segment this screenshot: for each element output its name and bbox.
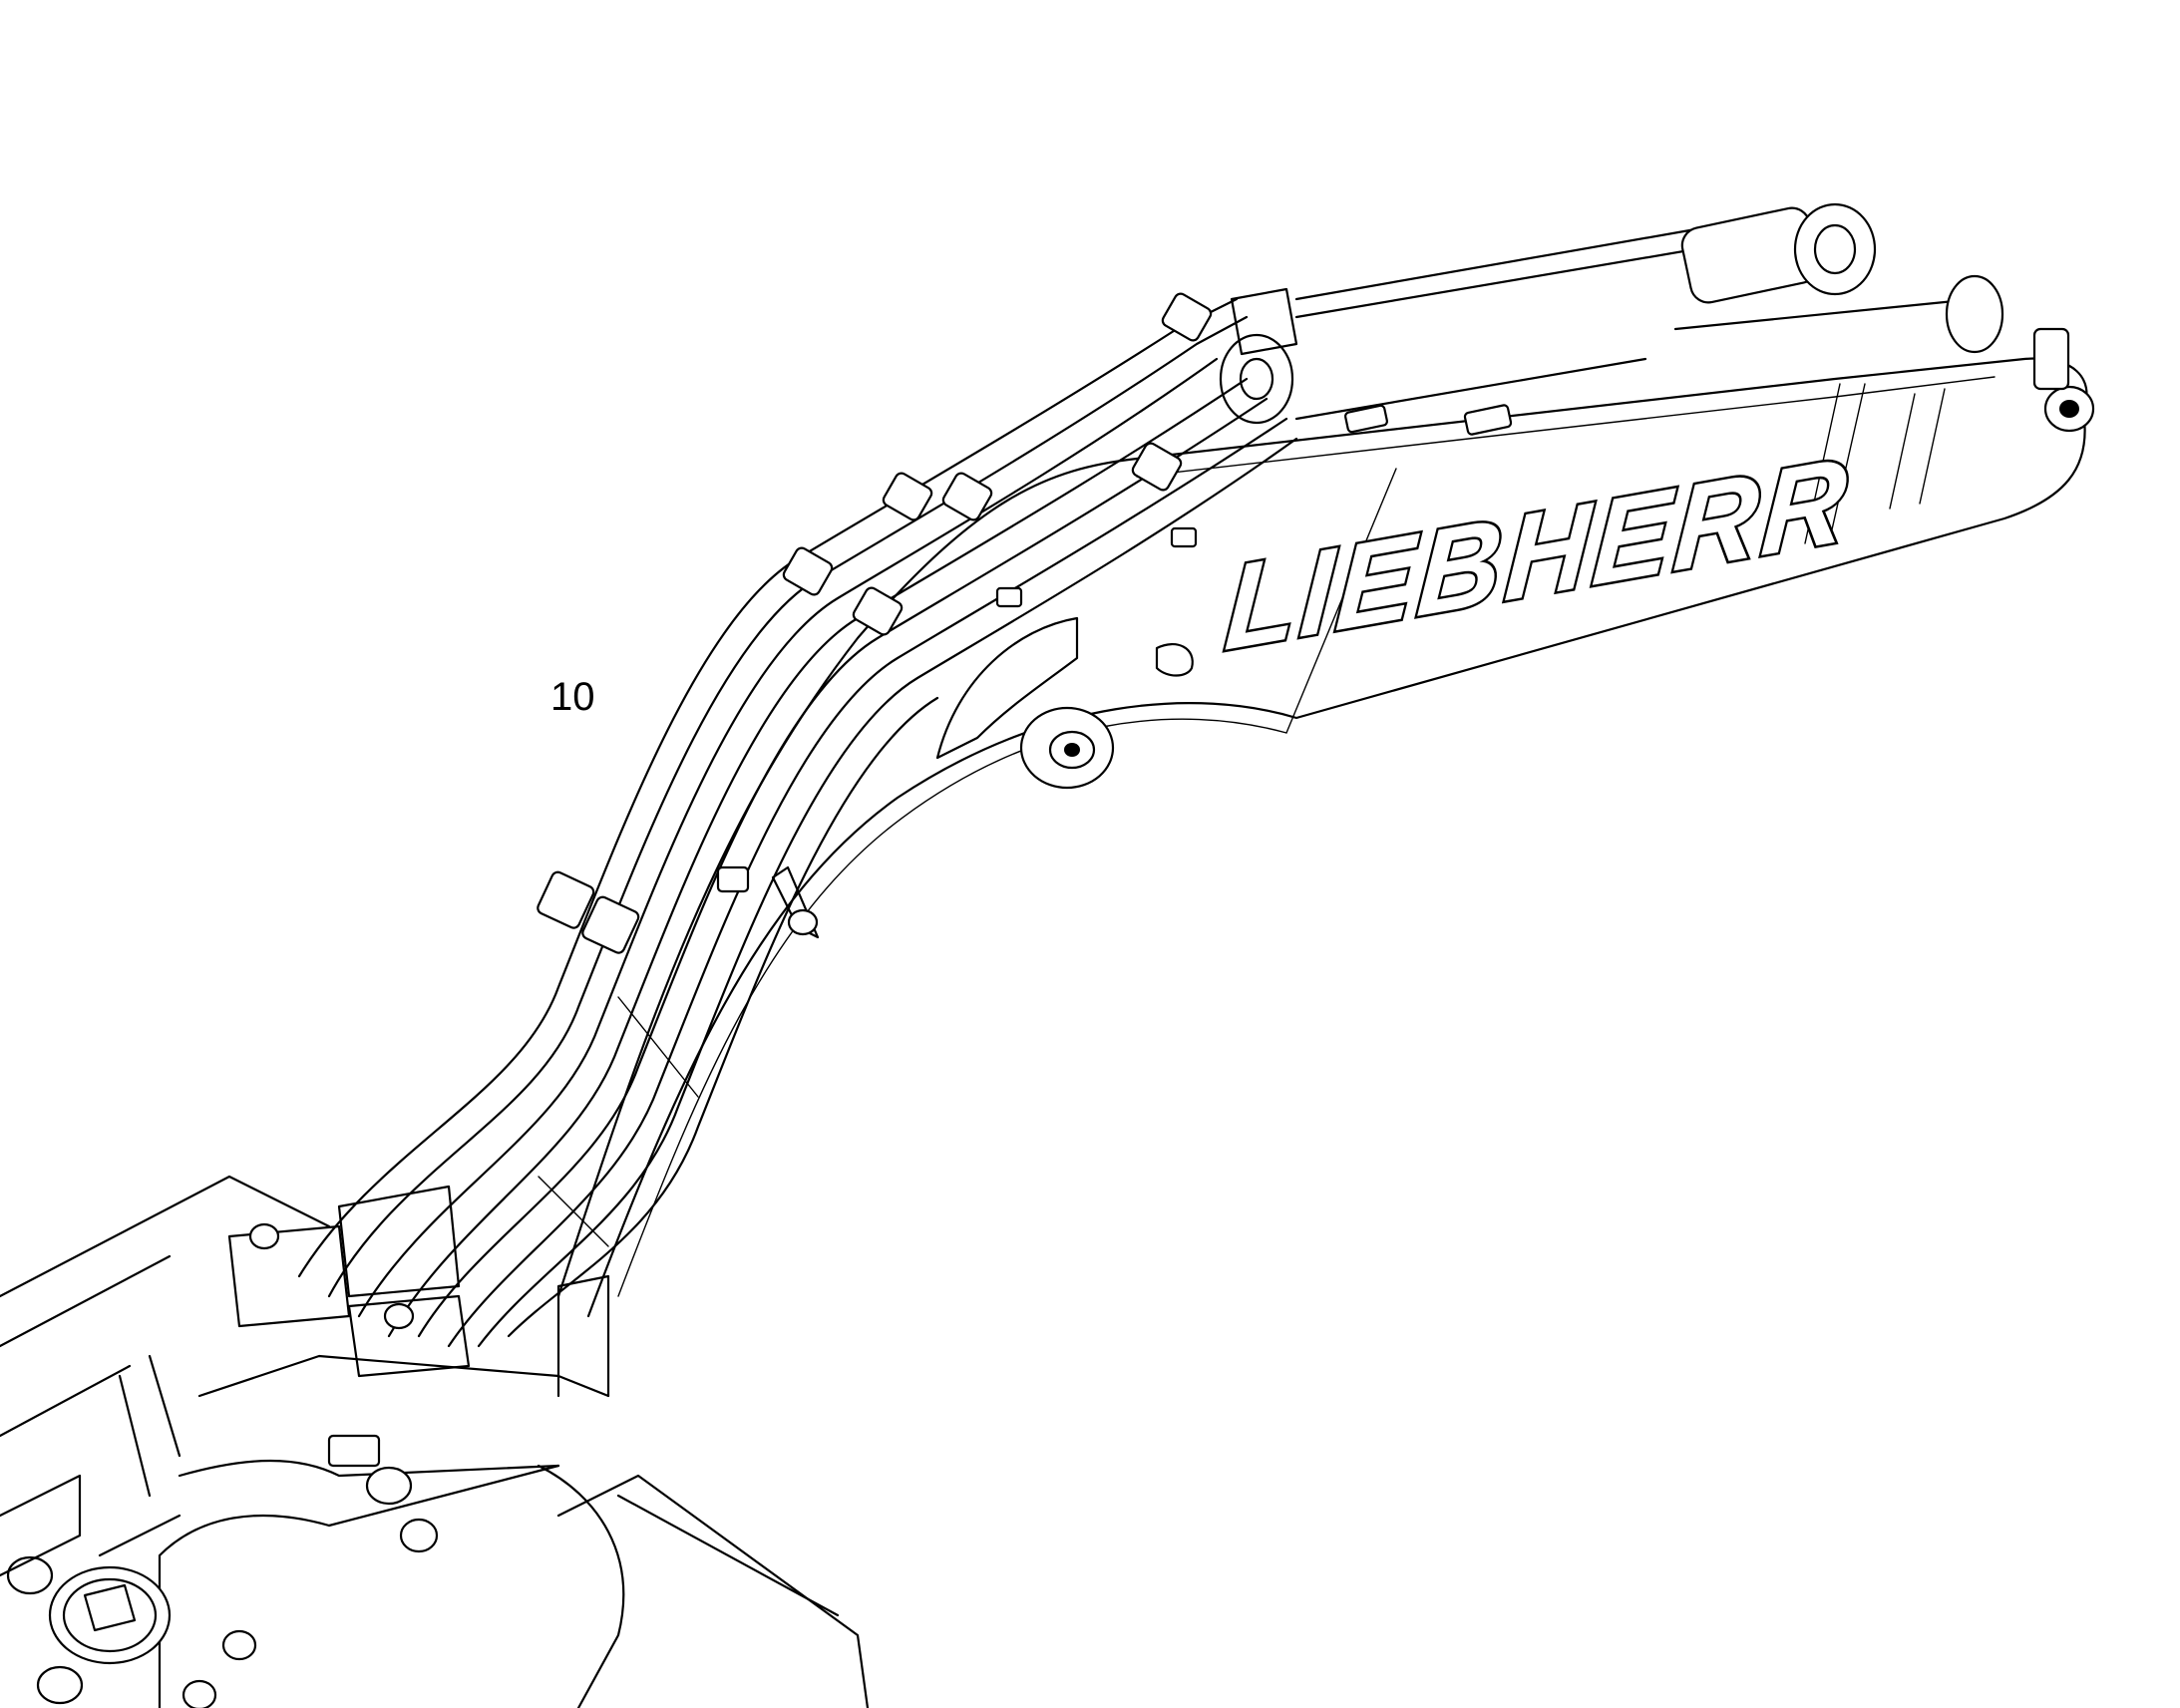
brand-text: LIEBHERR: [1222, 432, 1855, 676]
stick-cylinder: [1219, 202, 2095, 436]
hydraulic-lines: [297, 292, 1298, 1348]
brand-lettering: LIEBHERR: [1219, 430, 1857, 679]
callout: 10: [550, 675, 595, 719]
boom-body: [538, 357, 2088, 1318]
boom-pivot-details: [716, 526, 1198, 939]
boom-base: [0, 1175, 870, 1708]
callout-label: 10: [550, 675, 595, 719]
